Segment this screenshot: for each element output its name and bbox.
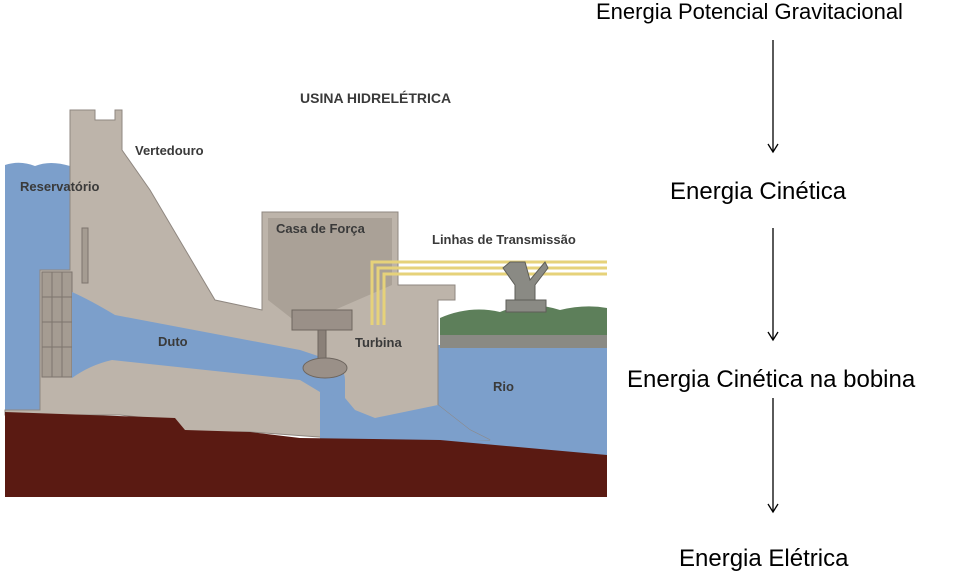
powerhouse-interior (268, 218, 392, 325)
label-vertedouro: Vertedouro (135, 143, 204, 158)
label-turbina: Turbina (355, 335, 402, 350)
label-casa-forca: Casa de Força (276, 221, 366, 236)
flow-arrows (767, 40, 779, 514)
outlet-channel (320, 392, 490, 445)
ground (5, 412, 607, 497)
turbine-generator (291, 309, 353, 379)
label-rio: Rio (493, 379, 514, 394)
flow-step-potential: Energia Potencial Gravitacional (596, 0, 903, 24)
label-duto: Duto (158, 334, 188, 349)
riverbank-rocks (440, 335, 607, 348)
penstock-duct (72, 292, 345, 400)
spillway-gate (81, 227, 89, 284)
river-water (438, 345, 607, 460)
flow-step-kinetic-coil: Energia Cinética na bobina (627, 366, 916, 393)
flow-step-electric: Energia Elétrica (679, 545, 849, 572)
arrow-down-icon (767, 40, 779, 154)
flow-step-kinetic: Energia Cinética (670, 178, 847, 205)
arrow-down-icon (767, 398, 779, 514)
label-reservatorio: Reservatório (20, 179, 100, 194)
transmission-tower (502, 261, 549, 313)
label-linhas: Linhas de Transmissão (432, 232, 576, 247)
intake-grid (41, 271, 73, 378)
transmission-lines (370, 260, 607, 325)
plant-title: USINA HIDRELÉTRICA (300, 90, 451, 106)
arrow-down-icon (767, 228, 779, 342)
